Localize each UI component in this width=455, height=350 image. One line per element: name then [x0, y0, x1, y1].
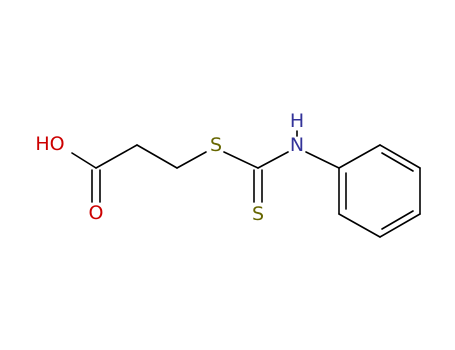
bond-c4-n: [257, 151, 289, 169]
bond-c1-c2: [95, 144, 138, 169]
atom-amine-nitrogen-label: N: [290, 134, 304, 156]
phenyl-ring: [338, 144, 421, 238]
bond-layer: [71, 130, 421, 238]
ring-inner-1: [381, 152, 414, 172]
ring-bond-2: [379, 144, 421, 169]
ring-bond-5: [338, 213, 381, 238]
atom-amine-hydrogen-label: H: [290, 110, 304, 132]
atom-hydroxyl-label: HO: [35, 133, 64, 155]
bond-n-phenyl: [305, 151, 340, 169]
bond-c2-c3: [136, 144, 178, 169]
atom-thione-sulfur-label: S: [252, 203, 264, 225]
bond-c3-s: [176, 151, 207, 169]
bond-c1-oh: [71, 152, 97, 169]
atom-thioether-sulfur-label: S: [210, 134, 222, 156]
bond-s-c4: [223, 151, 259, 169]
ring-bond-4: [379, 213, 421, 238]
ring-bond-1: [338, 144, 381, 169]
atom-label-layer: HO O S S N H: [35, 110, 304, 225]
ring-inner-2: [381, 210, 414, 230]
atom-carbonyl-oxygen-label: O: [89, 202, 104, 224]
